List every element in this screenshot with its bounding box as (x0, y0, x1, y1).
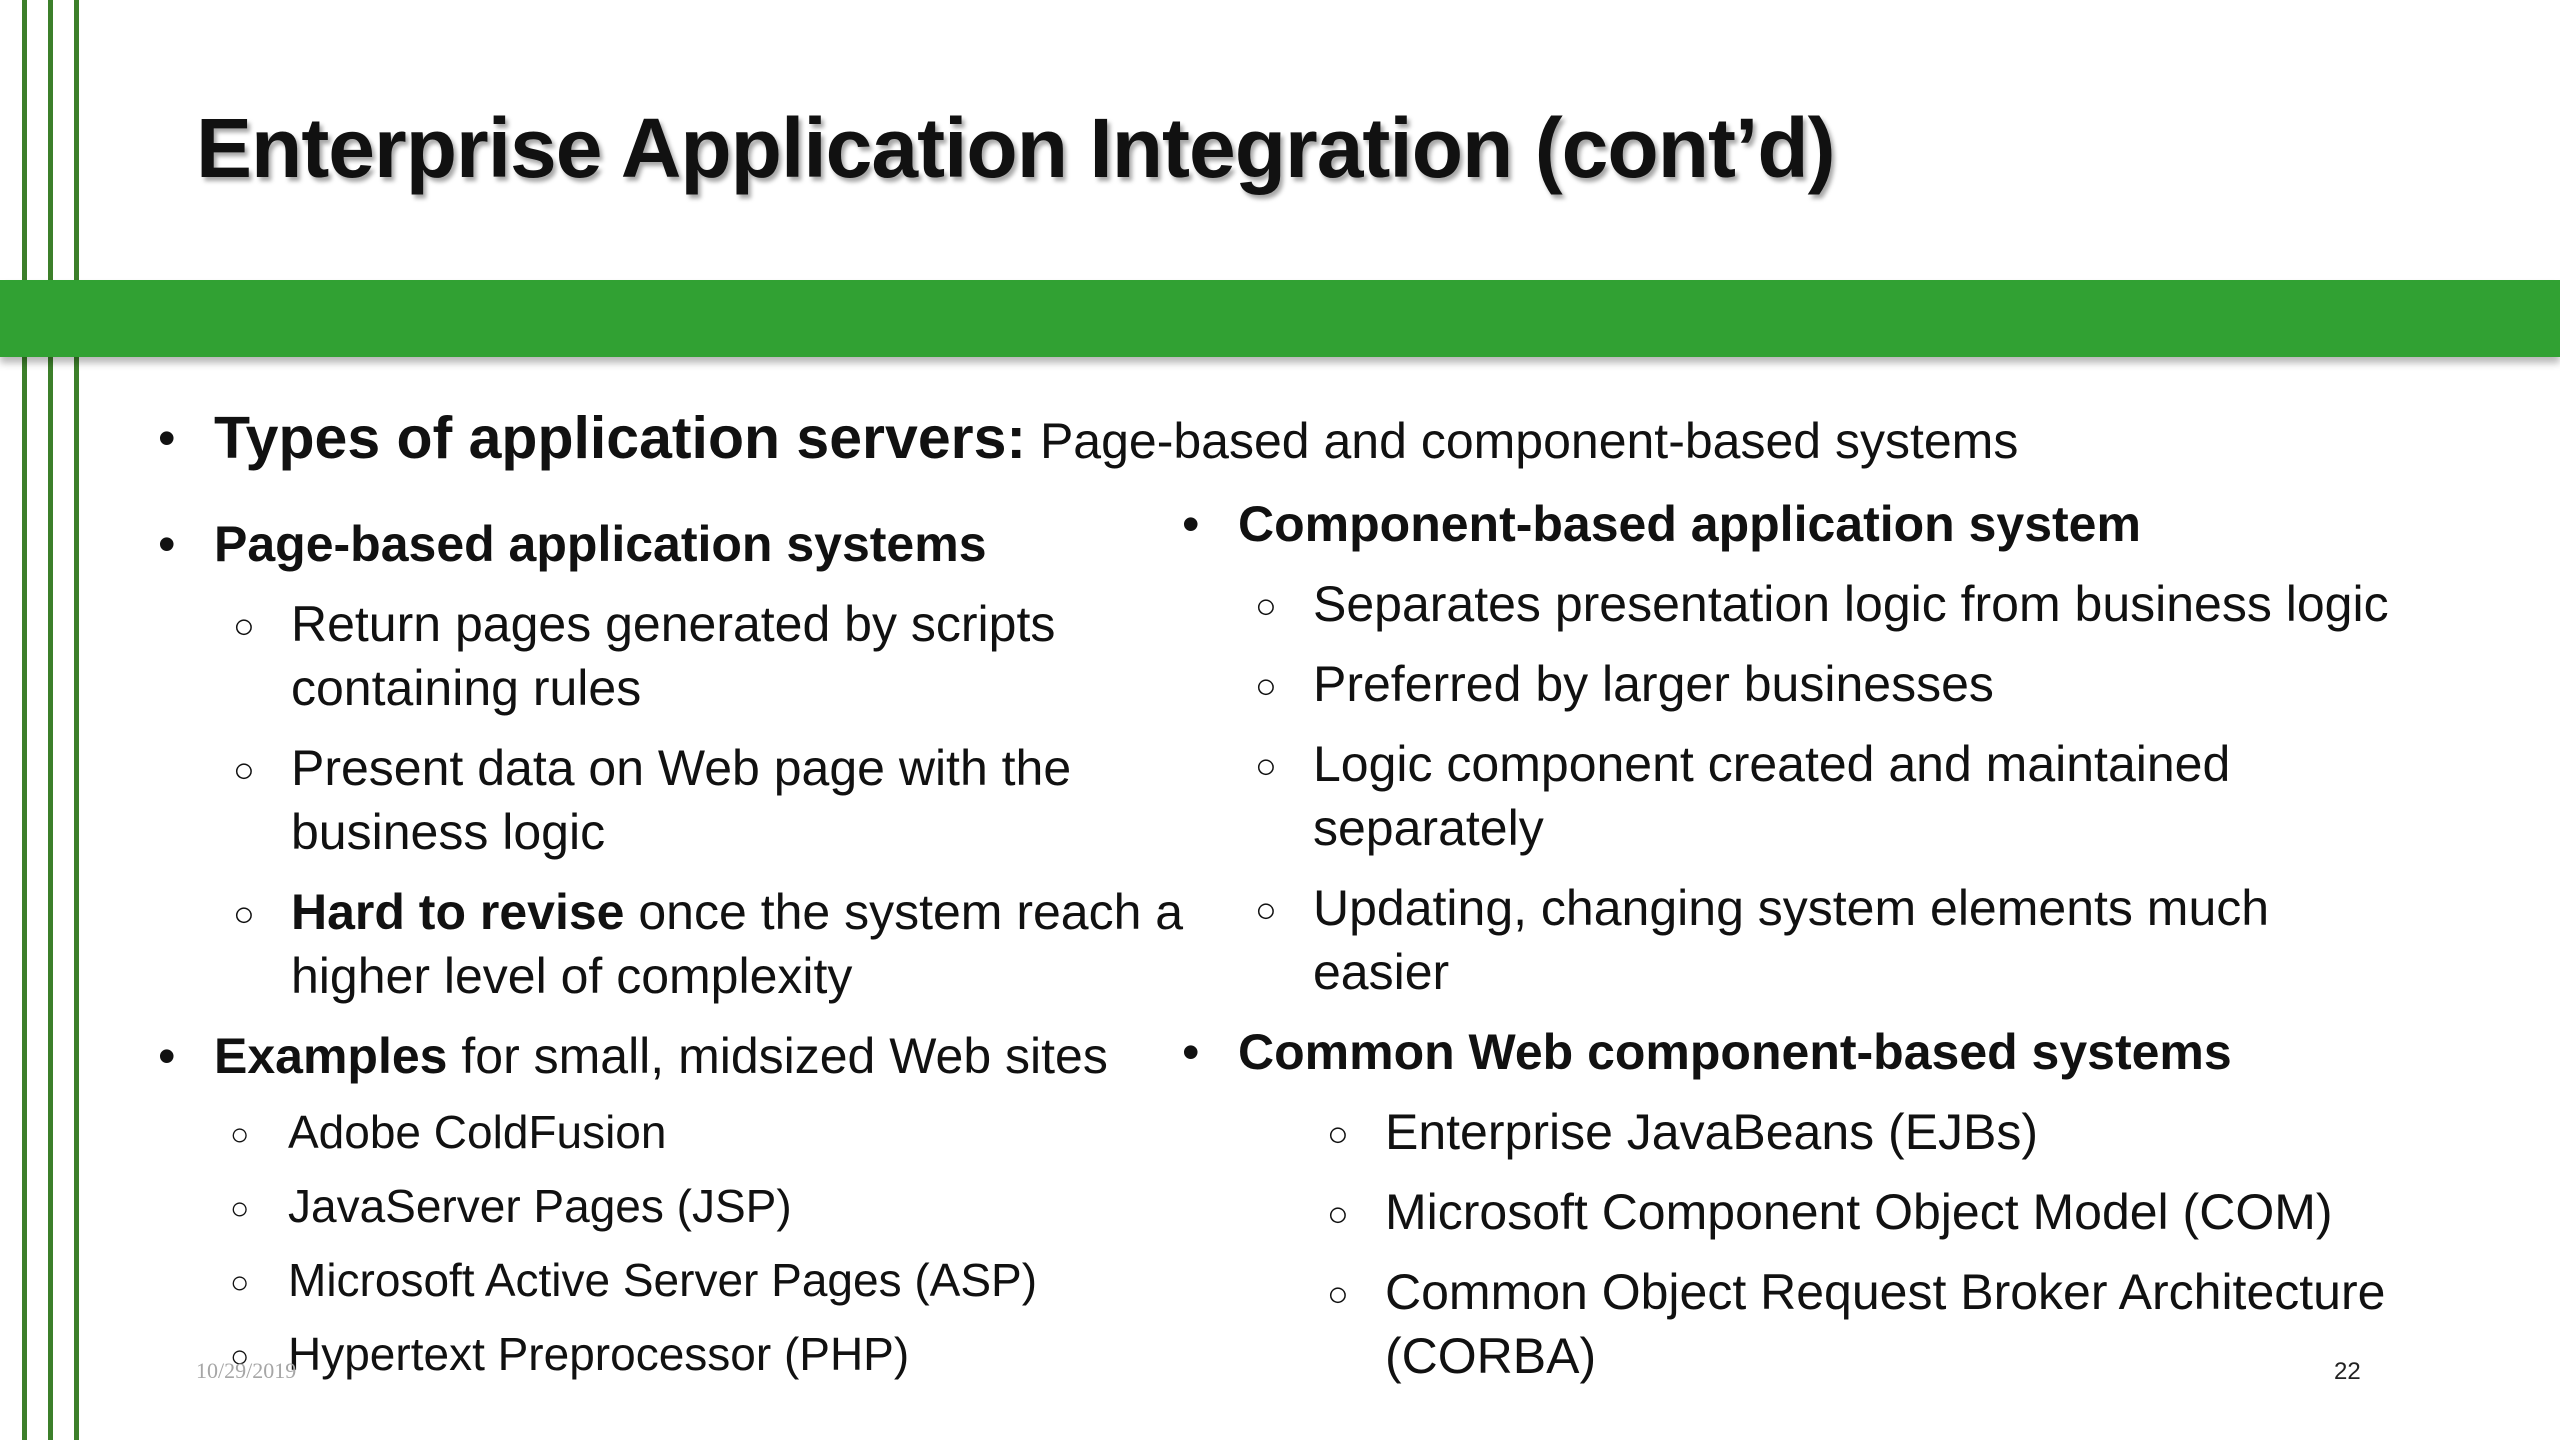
common-systems-heading-text: Common Web component-based systems (1238, 1024, 2232, 1080)
list-item: ○ Common Object Request Broker Architect… (1327, 1260, 2386, 1324)
circle-bullet-icon: ○ (230, 1338, 250, 1374)
circle-bullet-icon: ○ (1255, 889, 1277, 930)
example-item: ○ Microsoft Active Server Pages (ASP) (230, 1248, 1038, 1312)
component-based-heading-text: Component-based application system (1238, 496, 2141, 552)
bullet-dot: • (158, 516, 176, 572)
circle-bullet-icon: ○ (1327, 1273, 1349, 1314)
slide-title: Enterprise Application Integration (cont… (196, 101, 1836, 195)
footer-date: 10/29/2019 (196, 1358, 297, 1383)
circle-bullet-icon: ○ (233, 749, 255, 790)
list-item: ○ Logic component created and maintained (1255, 732, 2231, 796)
list-item-text: Logic component created and maintained (1313, 736, 2231, 792)
circle-bullet-icon: ○ (230, 1190, 250, 1226)
circle-bullet-icon: ○ (233, 893, 255, 934)
circle-bullet-icon: ○ (1327, 1193, 1349, 1234)
list-item: ○ Enterprise JavaBeans (EJBs) (1327, 1100, 2039, 1164)
circle-bullet-icon: ○ (1255, 585, 1277, 626)
examples-text: for small, midsized Web sites (447, 1028, 1108, 1084)
circle-bullet-icon: ○ (1255, 665, 1277, 706)
list-item-text: Return pages generated by scripts (291, 596, 1056, 652)
example-item: ○ Adobe ColdFusion (230, 1100, 667, 1164)
list-item: ○ Return pages generated by scripts (233, 592, 1056, 656)
bullet-dot: • (1182, 1024, 1200, 1080)
bullet-dot: • (1182, 496, 1200, 552)
list-item-text: Separates presentation logic from busine… (1313, 576, 2389, 632)
intro-text: Page-based and component-based systems (1026, 413, 2019, 469)
decorative-vertical-line (48, 0, 53, 1440)
list-item-continuation: easier (1313, 944, 1450, 1000)
examples-lead: Examples (214, 1028, 448, 1084)
list-item: ○ Hard to revise once the system reach a (233, 880, 1184, 944)
list-item: ○ Microsoft Component Object Model (COM) (1327, 1180, 2333, 1244)
list-item-bold: Hard to revise (291, 884, 625, 940)
list-item: ○ Updating, changing system elements muc… (1255, 876, 2270, 940)
list-item-continuation: (CORBA) (1385, 1328, 1597, 1384)
page-based-heading-text: Page-based application systems (214, 516, 987, 572)
example-item: ○ JavaServer Pages (JSP) (230, 1174, 792, 1238)
example-item-text: Hypertext Preprocessor (PHP) (288, 1328, 910, 1380)
list-item-text: once the system reach a (624, 884, 1184, 940)
title-underline-band (0, 280, 2560, 357)
circle-bullet-icon: ○ (233, 605, 255, 646)
intro-bullet: • Types of application servers: Page-bas… (158, 405, 2019, 473)
circle-bullet-icon: ○ (1327, 1113, 1349, 1154)
list-item-continuation: business logic (291, 804, 606, 860)
example-item: ○ Hypertext Preprocessor (PHP) (230, 1322, 910, 1386)
list-item-continuation: separately (1313, 800, 1544, 856)
intro-lead: Types of application servers: (214, 405, 1027, 471)
common-systems-heading: • Common Web component-based systems (1182, 1020, 2232, 1084)
component-based-heading: • Component-based application system (1182, 492, 2141, 556)
list-item-text: Present data on Web page with the (291, 740, 1072, 796)
decorative-vertical-line (22, 0, 27, 1440)
bullet-dot: • (158, 410, 176, 466)
list-item-continuation: higher level of complexity (291, 948, 853, 1004)
circle-bullet-icon: ○ (230, 1264, 250, 1300)
bullet-dot: • (158, 1028, 176, 1084)
list-item-text: Preferred by larger businesses (1313, 656, 1994, 712)
list-item: ○ Preferred by larger businesses (1255, 652, 1994, 716)
page-based-heading: • Page-based application systems (158, 512, 987, 576)
circle-bullet-icon: ○ (230, 1116, 250, 1152)
example-item-text: Microsoft Active Server Pages (ASP) (288, 1254, 1038, 1306)
list-item: ○ Separates presentation logic from busi… (1255, 572, 2389, 636)
list-item-text: Common Object Request Broker Architectur… (1385, 1264, 2386, 1320)
slide-number: 22 (2334, 1358, 2361, 1385)
list-item-text: Microsoft Component Object Model (COM) (1385, 1184, 2333, 1240)
decorative-vertical-line (74, 0, 79, 1440)
example-item-text: Adobe ColdFusion (288, 1106, 667, 1158)
list-item-continuation: containing rules (291, 660, 642, 716)
example-item-text: JavaServer Pages (JSP) (288, 1180, 792, 1232)
list-item-text: Updating, changing system elements much (1313, 880, 2270, 936)
circle-bullet-icon: ○ (1255, 745, 1277, 786)
examples-bullet: • Examples for small, midsized Web sites (158, 1024, 1108, 1088)
list-item: ○ Present data on Web page with the (233, 736, 1072, 800)
list-item-text: Enterprise JavaBeans (EJBs) (1385, 1104, 2039, 1160)
